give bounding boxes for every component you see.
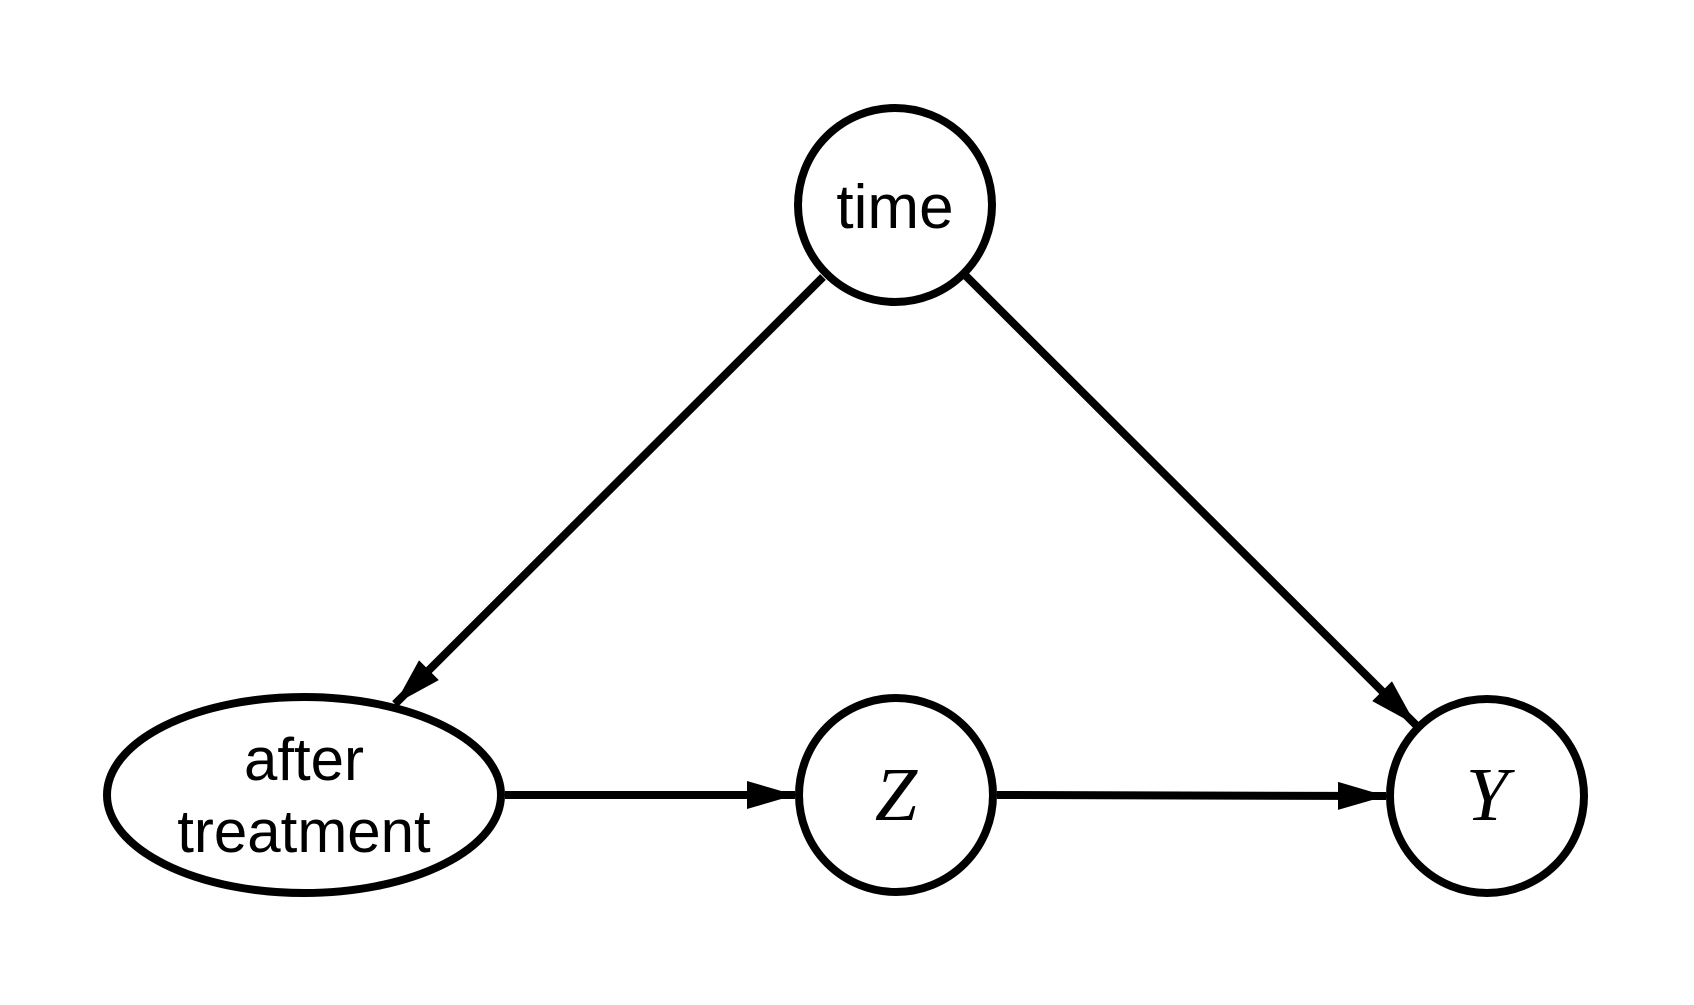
node-after-treatment-label-line2: treatment: [177, 798, 431, 865]
node-after-treatment-label-line1: after: [244, 726, 364, 793]
node-z-shape: [795, 694, 997, 896]
node-time-label: time: [836, 173, 953, 242]
node-z-label: Z: [875, 753, 918, 837]
node-y-label: Y: [1466, 753, 1516, 837]
node-after-treatment-shape: [103, 693, 505, 897]
edge-z-to-y: [996, 781, 1387, 810]
edge-time-to-y: [963, 273, 1419, 728]
node-time-shape: [794, 104, 996, 306]
nodes-group: time after treatment Z Y: [103, 104, 1588, 897]
edge-time-to-after-treatment: [392, 274, 826, 707]
node-y-shape: [1386, 695, 1588, 897]
edges-group: [392, 273, 1419, 810]
